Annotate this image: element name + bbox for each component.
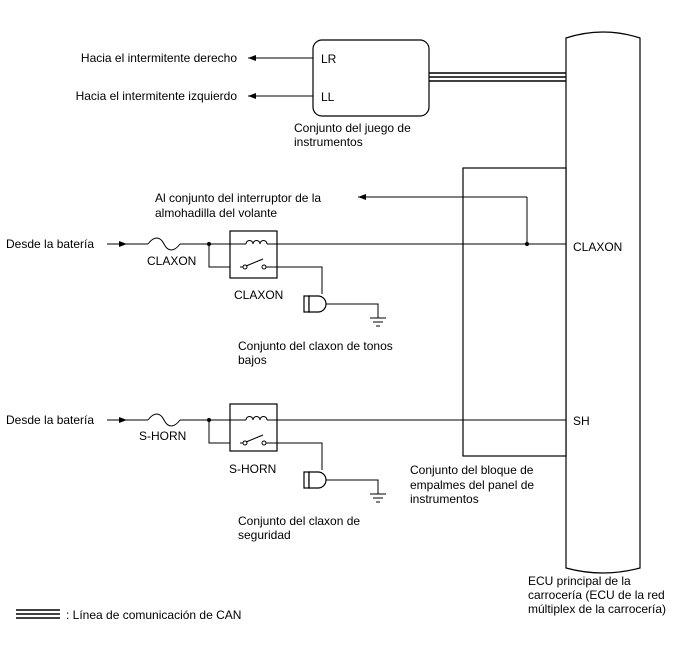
horn-relay-label: CLAXON (234, 288, 283, 302)
ecu-pin-sh: SH (573, 414, 590, 428)
security-fuse (147, 413, 181, 427)
horn-fuse-label: CLAXON (147, 254, 196, 268)
junction-block-label-1: Conjunto del bloque de (410, 463, 534, 477)
security-ground-icon (370, 493, 386, 503)
security-fuse-label: S-HORN (139, 429, 186, 443)
security-horn-label-2: seguridad (238, 528, 291, 542)
security-battery-label: Desde la batería (6, 413, 94, 427)
left-turn-label: Hacia el intermitente izquierdo (76, 89, 238, 103)
security-relay-coil (245, 416, 268, 421)
steering-pad-label-1: Al conjunto del interruptor de la (155, 191, 321, 205)
instrument-cluster-label-1: Conjunto del juego de (294, 121, 411, 135)
junction-block-label-2: empalmes del panel de (410, 478, 534, 492)
security-relay (229, 403, 278, 452)
legend-can-label: : Línea de comunicación de CAN (66, 608, 241, 622)
horn-label-1: Conjunto del claxon de tonos (238, 339, 393, 353)
ecu-label-3: múltiplex de la carrocería) (528, 602, 666, 616)
pin-lr: LR (321, 52, 337, 66)
right-turn-label: Hacia el intermitente derecho (81, 51, 237, 65)
ecu-label-1: ECU principal de la (528, 574, 631, 588)
junction-block-label-3: instrumentos (410, 492, 479, 506)
horn-relay (229, 230, 278, 279)
security-speaker (308, 471, 327, 489)
horn-speaker-back (303, 295, 310, 313)
instrument-cluster-label-2: instrumentos (294, 135, 363, 149)
can-bus-lines (429, 72, 566, 82)
ecu-pin-claxon: CLAXON (573, 240, 622, 254)
security-horn-label-1: Conjunto del claxon de (238, 514, 360, 528)
horn-relay-coil (245, 240, 268, 245)
horn-battery-label: Desde la batería (6, 237, 94, 251)
ecu-label-2: carrocería (ECU de la red (528, 588, 665, 602)
horn-ground-icon (370, 317, 386, 327)
security-relay-label: S-HORN (229, 462, 276, 476)
steering-pad-label-2: almohadilla del volante (155, 206, 277, 220)
junction-block-box (462, 167, 567, 457)
horn-speaker (308, 295, 327, 313)
horn-label-2: bajos (238, 353, 267, 367)
horn-circuit: Desde la batería CLAXON CLAXON (6, 230, 566, 367)
instrument-cluster-box (312, 39, 430, 117)
legend-can-symbol (16, 609, 60, 619)
pin-ll: LL (321, 90, 335, 104)
security-speaker-back (303, 471, 310, 489)
horn-fuse (147, 237, 181, 251)
main-body-ecu (565, 31, 641, 574)
security-horn-circuit: Desde la batería S-HORN S-HORN Conjunto … (6, 403, 566, 542)
